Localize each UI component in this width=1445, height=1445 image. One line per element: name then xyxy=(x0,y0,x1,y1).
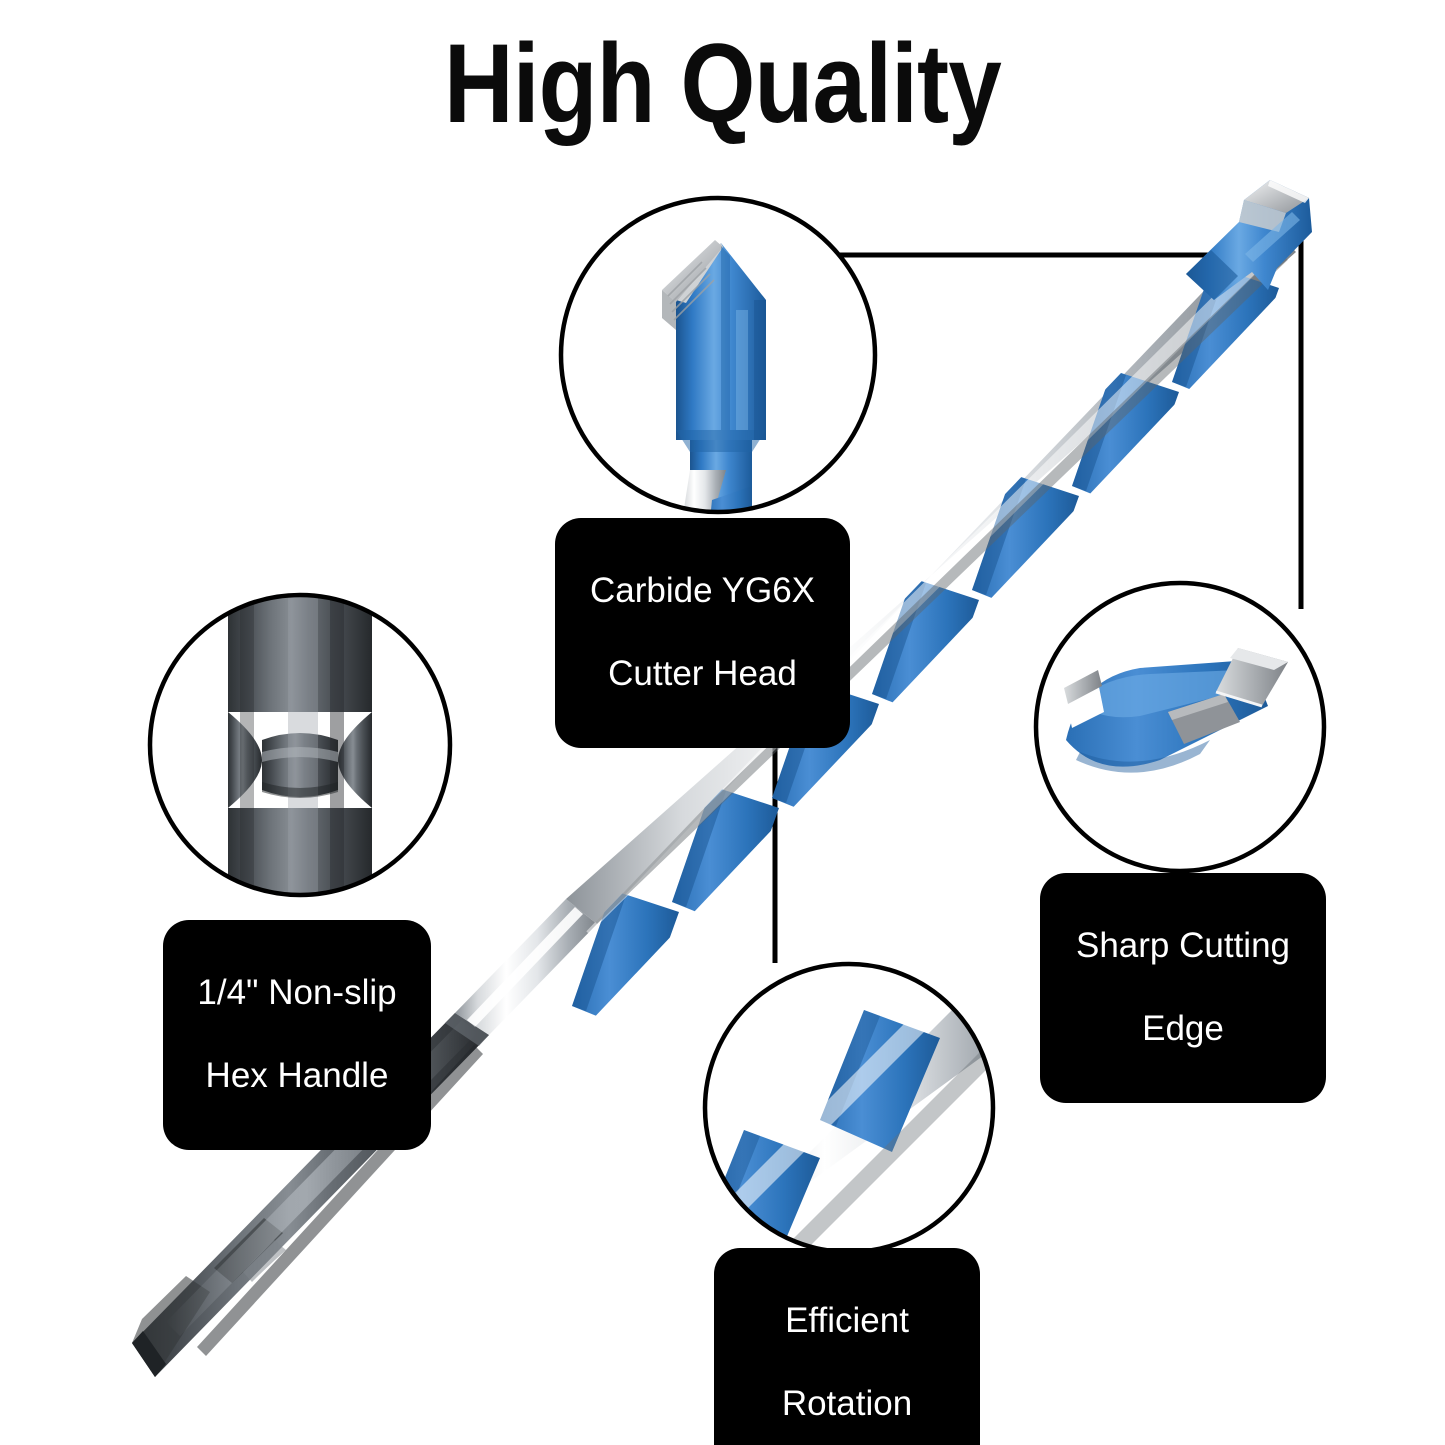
inset-circle-hex-handle xyxy=(147,592,453,898)
callout-label-hex-handle-line1: 1/4" Non-slip xyxy=(197,973,397,1013)
callout-label-rotation-line1: Efficient xyxy=(785,1301,909,1341)
inset-rotation xyxy=(702,961,996,1255)
callout-label-sharp-edge-line2: Edge xyxy=(1142,1008,1224,1048)
page-title: High Quality xyxy=(444,21,1002,146)
callout-label-sharp-edge-line1: Sharp Cutting xyxy=(1075,926,1291,966)
inset-hex-handle xyxy=(147,592,453,898)
steel-shank xyxy=(445,899,597,1046)
callout-label-rotation-line2: Rotation xyxy=(781,1383,913,1423)
callout-label-cutter-head-line1: Carbide YG6X xyxy=(589,571,816,611)
helix-bands xyxy=(572,238,1296,1032)
fluted-shaft xyxy=(566,224,1296,1032)
callout-label-rotation: Efficient Rotation xyxy=(714,1248,980,1445)
callout-label-sharp-edge: Sharp Cutting Edge xyxy=(1040,873,1326,1104)
inset-cutter-head xyxy=(558,195,878,515)
callout-label-cutter-head: Carbide YG6X Cutter Head xyxy=(555,518,850,749)
inset-sharp-edge xyxy=(1033,580,1327,874)
inset-circle-cutter-head xyxy=(558,195,878,515)
inset-circle-sharp-edge xyxy=(1033,580,1327,874)
carbide-cutter-head xyxy=(1186,180,1312,300)
callout-label-hex-handle: 1/4" Non-slip Hex Handle xyxy=(163,920,431,1151)
callout-label-hex-handle-line2: Hex Handle xyxy=(205,1055,389,1095)
callout-label-cutter-head-line2: Cutter Head xyxy=(608,653,797,693)
